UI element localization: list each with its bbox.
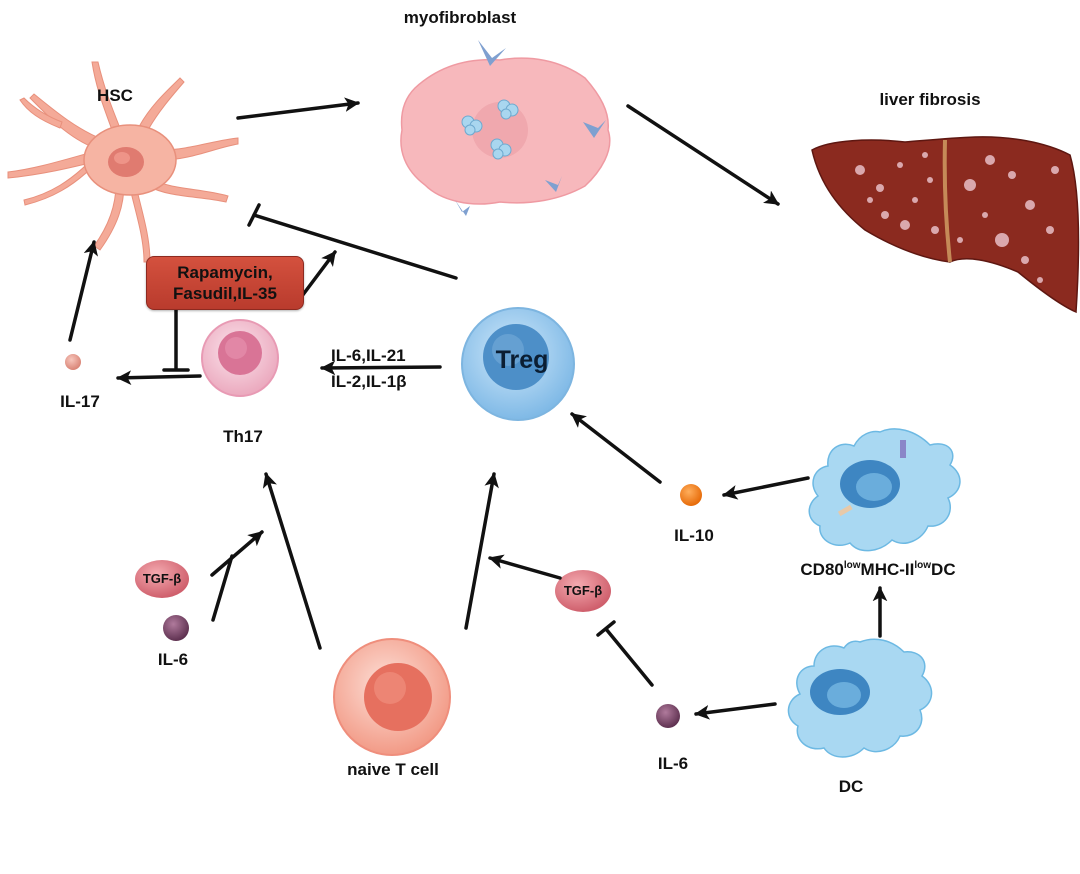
cytokines-line1: IL-6,IL-21 — [331, 346, 406, 365]
arrow-myofibroblast-to-liver — [626, 104, 780, 206]
arrow-il17-to-hsc — [68, 240, 98, 342]
dc-label: DC — [838, 777, 864, 796]
cd80-dc-label: CD80lowMHC-IIlowDC — [800, 560, 955, 580]
th17-cell — [201, 319, 279, 397]
inhibit-bar-tgfb — [596, 620, 616, 637]
arrow-dc-to-il10 — [722, 476, 810, 500]
inhibit-treg-to-hsc — [252, 213, 458, 280]
arrow-th17-to-il17 — [116, 370, 202, 386]
il6-right-label: IL-6 — [657, 754, 689, 773]
dc-cell — [787, 638, 933, 758]
arrow-tgfb-to-naive-treg — [488, 554, 562, 580]
tgfb-right-label: TGF-β — [563, 583, 603, 598]
myofibroblast-cell — [400, 40, 611, 216]
arrow-tgfb-to-th17 — [210, 530, 264, 577]
il10-label: IL-10 — [674, 526, 714, 545]
arrow-treg-to-th17 — [320, 360, 442, 376]
tolerogenic-dc-cell — [808, 428, 961, 552]
arrow-dc-to-il6 — [694, 702, 777, 720]
hsc-label: HSC — [97, 86, 133, 105]
arrow-hsc-to-myofibroblast — [236, 97, 360, 120]
treg-label: Treg — [495, 346, 549, 374]
il6-molecule-right — [656, 704, 680, 728]
naive-t-cell-label: naive T cell — [347, 760, 439, 779]
il6-left-label: IL-6 — [157, 650, 189, 669]
cd80-text: CD80 — [800, 560, 844, 579]
inhibit-il6-to-tgfb — [604, 627, 654, 687]
treg-cell — [461, 307, 575, 421]
il10-molecule — [680, 484, 702, 506]
line-il6-to-th17 — [211, 554, 234, 622]
arrow-il10-to-treg — [570, 412, 662, 484]
dc-suffix-text: DC — [931, 560, 956, 579]
il17-molecule — [65, 354, 81, 370]
arrow-drugs-to-treg-effect — [300, 250, 337, 298]
drug-box-line2: Fasudil,IL-35 — [173, 284, 277, 303]
il6-molecule-left — [163, 615, 189, 641]
cytokines-line2: IL-2,IL-1β — [331, 372, 407, 391]
tgfb-left-label: TGF-β — [142, 571, 182, 586]
naive-t-cell — [333, 638, 451, 756]
liver-fibrosis-label: liver fibrosis — [879, 90, 981, 109]
drug-box: Rapamycin, Fasudil,IL-35 — [146, 256, 304, 310]
fibrotic-liver — [811, 136, 1080, 314]
tgfb-molecule-left — [135, 560, 189, 598]
arrow-naive-to-th17 — [262, 472, 322, 650]
th17-label: Th17 — [223, 427, 263, 446]
arrow-naive-to-treg — [464, 472, 499, 630]
mhc-text: MHC-II — [860, 560, 915, 579]
mhc-sup: low — [914, 560, 932, 571]
tgfb-molecule-right — [555, 570, 611, 612]
inhibit-bar-hsc — [247, 203, 261, 227]
drug-box-line1: Rapamycin, — [177, 263, 273, 282]
myofibroblast-label: myofibroblast — [403, 8, 517, 27]
cd80-sup: low — [843, 560, 861, 571]
il17-label: IL-17 — [60, 392, 100, 411]
